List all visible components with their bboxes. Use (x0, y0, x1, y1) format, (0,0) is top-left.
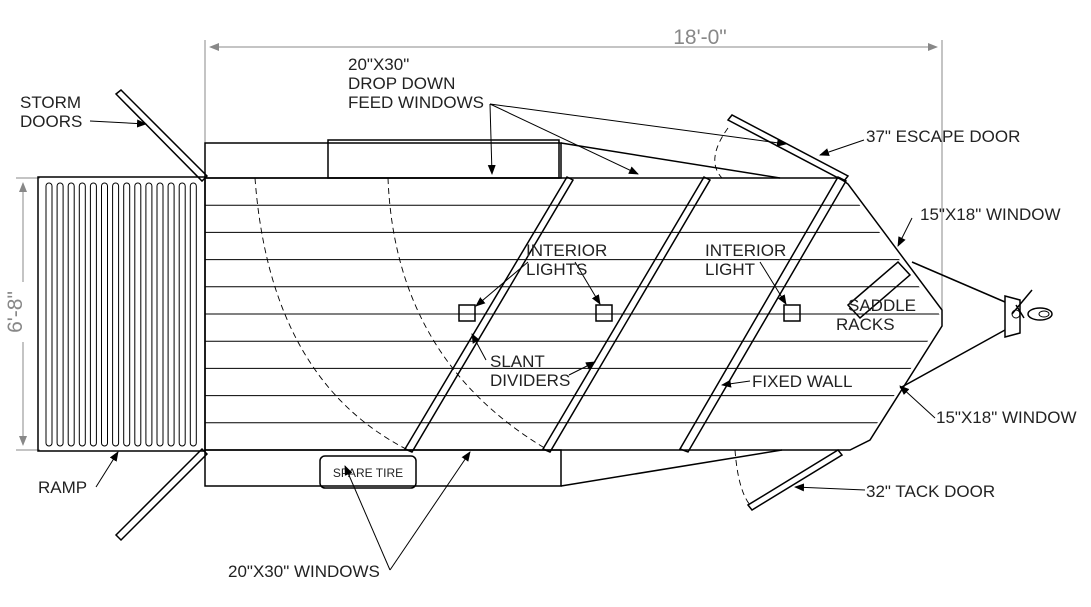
width-label: 6'-8" (4, 291, 27, 333)
interior-lights-label-2: LIGHTS (526, 260, 587, 279)
window-bottom-label: 15"X18" WINDOW (936, 408, 1077, 427)
ramp-label: RAMP (38, 478, 87, 497)
fixed-wall-label: FIXED WALL (752, 372, 852, 391)
hitch (899, 261, 1053, 389)
saddle-racks-label-1: SADDLE (848, 296, 916, 315)
annotations: STORM DOORS 20"X30" DROP DOWN FEED WINDO… (20, 55, 1077, 581)
ramp (37, 176, 206, 452)
ramp-slat (101, 182, 108, 447)
ramp-slat (156, 182, 164, 447)
feed-windows-label-3: FEED WINDOWS (348, 93, 484, 112)
storm-doors-label-2: DOORS (20, 112, 82, 131)
width-dimension: 6'-8" (4, 177, 40, 451)
feed-windows-label-2: DROP DOWN (348, 74, 455, 93)
ramp-slat (56, 182, 64, 447)
slant-divider-2 (541, 176, 712, 453)
interior-lights-label-1: INTERIOR (526, 241, 607, 260)
ramp-slat (189, 182, 197, 447)
light-2 (595, 304, 613, 322)
divider-swing-arcs (254, 127, 751, 506)
ramp-slat (167, 182, 175, 447)
length-dimension: 18'-0" (204, 26, 943, 318)
fixed-wall (678, 176, 848, 453)
leader-lines (89, 103, 936, 571)
slant-divider-1 (403, 176, 575, 453)
tack-door-label: 32" TACK DOOR (866, 482, 995, 501)
light-1 (458, 304, 476, 322)
interior-light-label-2: LIGHT (705, 260, 755, 279)
tack-door (746, 449, 844, 511)
spare-tire-label: SPARE TIRE (333, 466, 403, 480)
ramp-slat (178, 182, 186, 447)
ramp-slat (112, 182, 120, 447)
ramp-slat (89, 182, 97, 447)
escape-door-label: 37" ESCAPE DOOR (866, 127, 1020, 146)
ramp-slat (123, 182, 131, 447)
length-label: 18'-0" (673, 26, 727, 49)
ramp-slat (45, 182, 53, 447)
saddle-racks (846, 260, 912, 320)
slant-dividers-label-2: DIVIDERS (490, 371, 570, 390)
light-3 (783, 304, 801, 322)
feed-windows-label-1: 20"X30" (348, 55, 409, 74)
ramp-slat (78, 182, 86, 447)
ramp-slat (134, 182, 142, 447)
storm-doors (114, 88, 209, 542)
escape-door (726, 114, 850, 182)
interior-light-label-1: INTERIOR (705, 241, 786, 260)
side-windows-label: 20"X30" WINDOWS (228, 562, 380, 581)
spare-tire: SPARE TIRE (319, 455, 417, 489)
window-top-label: 15"X18" WINDOW (920, 205, 1061, 224)
ramp-slat (67, 182, 75, 447)
saddle-racks-label-2: RACKS (836, 315, 895, 334)
slant-dividers-label-1: SLANT (490, 352, 545, 371)
storm-doors-label-1: STORM (20, 93, 81, 112)
interior-lights (458, 304, 801, 322)
ramp-slat (145, 182, 153, 447)
